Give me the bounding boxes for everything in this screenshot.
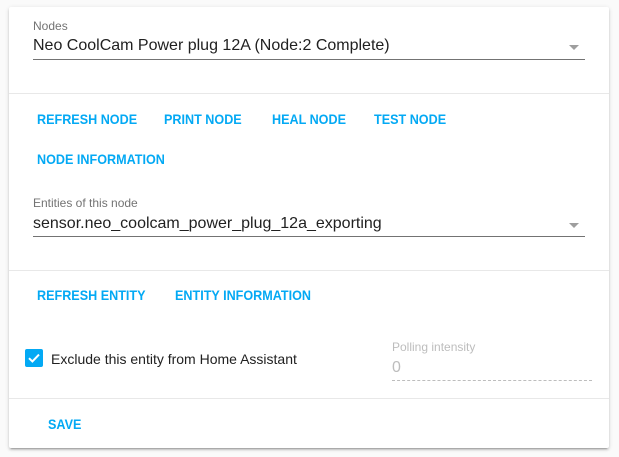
refresh-entity-button[interactable]: REFRESH ENTITY [37,287,146,303]
polling-intensity-label: Polling intensity [392,340,476,354]
heal-node-button[interactable]: HEAL NODE [272,111,346,127]
print-node-button[interactable]: PRINT NODE [164,111,242,127]
nodes-selected-value: Neo CoolCam Power plug 12A (Node:2 Compl… [33,37,390,54]
chevron-down-icon[interactable] [569,45,579,50]
divider [9,93,609,94]
zwave-node-card: Nodes Neo CoolCam Power plug 12A (Node:2… [9,7,609,448]
polling-intensity-underline [392,380,592,381]
chevron-down-icon[interactable] [569,223,579,228]
entities-underline [33,236,585,237]
entities-dropdown[interactable]: Entities of this node sensor.neo_coolcam… [33,195,585,239]
entities-label: Entities of this node [33,196,138,210]
save-button[interactable]: SAVE [48,416,82,432]
nodes-dropdown[interactable]: Nodes Neo CoolCam Power plug 12A (Node:2… [33,17,585,61]
nodes-underline [33,59,585,60]
exclude-entity-label: Exclude this entity from Home Assistant [51,351,297,367]
exclude-entity-checkbox[interactable] [25,349,43,367]
divider [9,398,609,399]
refresh-node-button[interactable]: REFRESH NODE [37,111,138,127]
test-node-button[interactable]: TEST NODE [374,111,447,127]
entity-information-button[interactable]: ENTITY INFORMATION [175,287,312,303]
nodes-label: Nodes [33,19,68,33]
divider [9,270,609,271]
entities-selected-value: sensor.neo_coolcam_power_plug_12a_export… [33,215,382,232]
polling-intensity-input[interactable]: 0 [392,359,401,376]
node-information-button[interactable]: NODE INFORMATION [37,151,165,167]
checkmark-icon [28,353,40,363]
